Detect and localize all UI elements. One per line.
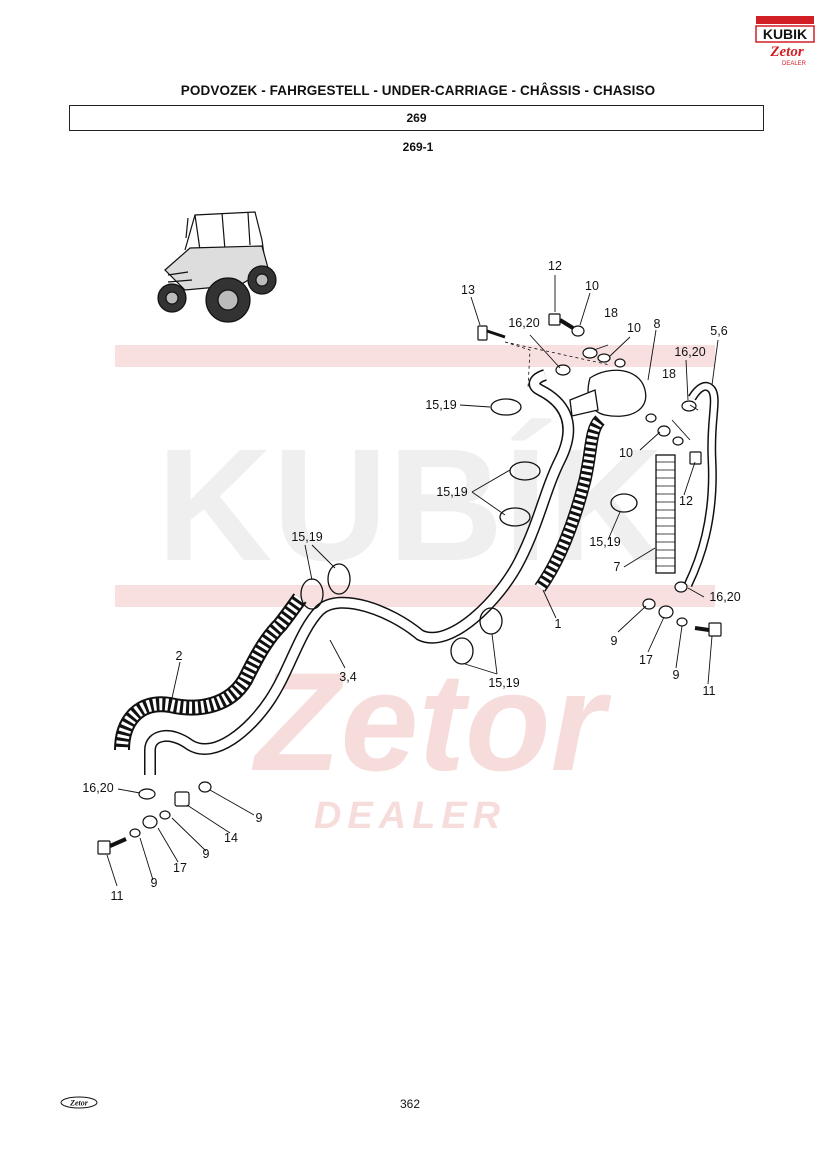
hose-assembly: [114, 341, 719, 775]
callout-10-mid: 10: [627, 321, 641, 335]
section-number-box: 269: [69, 105, 764, 131]
fasteners: [97, 313, 722, 855]
ring-15-19-h: [450, 637, 474, 665]
ring-15-19-e: [327, 563, 351, 595]
callout-16-20-top: 16,20: [508, 316, 539, 330]
callout-9-left-b: 9: [203, 847, 210, 861]
callout-14: 14: [224, 831, 238, 845]
callout-7: 7: [614, 560, 621, 574]
callout-10-right: 10: [619, 446, 633, 460]
ring-15-19-b: [509, 461, 541, 481]
callout-17-left: 17: [173, 861, 187, 875]
callout-17-right: 17: [639, 653, 653, 667]
watermark-dealer-text: DEALER: [314, 795, 506, 837]
watermark: KUBÍK Zetor DEALER: [115, 345, 715, 837]
callout-5-6: 5,6: [710, 324, 727, 338]
callout-11-right: 11: [703, 684, 716, 698]
callout-12-top: 12: [548, 259, 562, 273]
section-number: 269: [406, 111, 427, 125]
ring-15-19-a: [490, 398, 522, 416]
callout-9-right-a: 9: [611, 634, 618, 648]
dealer-logo-text: DEALER: [782, 61, 807, 67]
callout-13: 13: [461, 283, 475, 297]
page-title: PODVOZEK - FAHRGESTELL - UNDER-CARRIAGE …: [180, 83, 656, 98]
zetor-logo-text: Zetor: [769, 44, 803, 60]
callout-9-left-c: 9: [151, 876, 158, 890]
callout-15-19-a: 15,19: [425, 398, 456, 412]
callout-15-19-b: 15,19: [436, 485, 467, 499]
callout-10-top: 10: [585, 279, 599, 293]
kubik-zetor-dealer-logo: KUBIK Zetor DEALER: [755, 16, 815, 67]
callout-15-19-e: 15,19: [488, 676, 519, 690]
page-number: 362: [399, 1097, 421, 1111]
callout-12-right: 12: [679, 494, 693, 508]
callout-1: 1: [555, 617, 562, 631]
callout-16-20-left: 16,20: [82, 781, 113, 795]
ring-15-19-c: [499, 507, 531, 527]
callout-9-right-b: 9: [673, 668, 680, 682]
callout-16-20-right: 16,20: [674, 345, 705, 359]
watermark-zetor-text: Zetor: [251, 643, 612, 800]
leader-lines: [106, 275, 719, 887]
kubik-logo-text: KUBIK: [763, 26, 807, 42]
callout-3-4: 3,4: [339, 670, 356, 684]
callout-9-left-a: 9: [256, 811, 263, 825]
zetor-footer-logo-text: Zetor: [69, 1099, 89, 1108]
sealing-rings: [300, 398, 638, 665]
figure-number: 269-1: [402, 140, 434, 154]
tractor-illustration: [157, 211, 277, 323]
callout-15-19-d: 15,19: [589, 535, 620, 549]
callout-18-top: 18: [604, 306, 618, 320]
callout-18-right: 18: [662, 367, 676, 381]
callout-11-left: 11: [111, 889, 124, 903]
callout-2: 2: [176, 649, 183, 663]
callout-labels: 12 10 13 18 16,20 10 8 5,6 16,20 18 15,1…: [82, 259, 740, 903]
callout-15-19-c: 15,19: [291, 530, 322, 544]
ring-15-19-g: [479, 607, 503, 635]
ring-15-19-d: [610, 493, 638, 513]
callout-16-20-bottom-right: 16,20: [709, 590, 740, 604]
zetor-footer-logo: Zetor: [60, 1096, 98, 1109]
callout-8: 8: [654, 317, 661, 331]
